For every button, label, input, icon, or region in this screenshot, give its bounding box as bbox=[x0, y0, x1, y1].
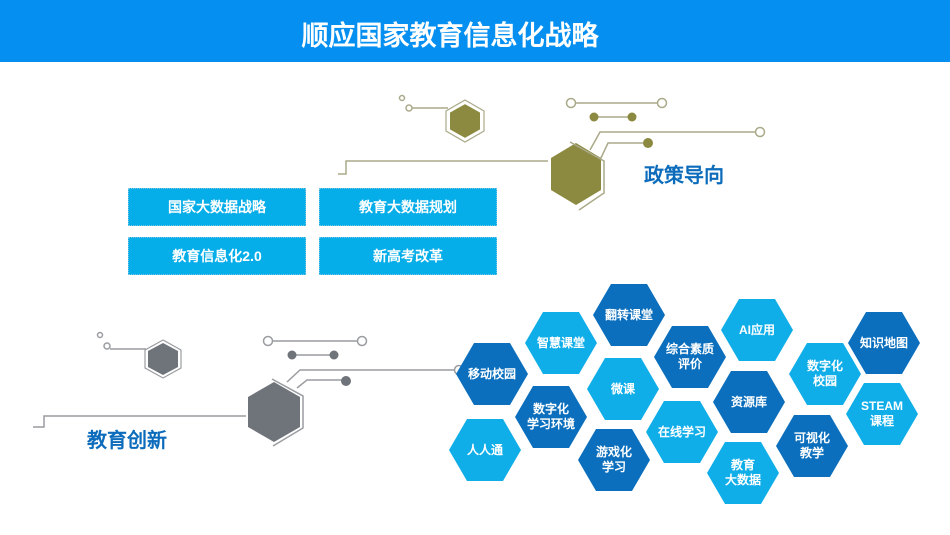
hex-label: 人人通 bbox=[467, 443, 503, 458]
hex-label-line2: 学习 bbox=[601, 460, 626, 474]
hex-label-line1: AI应用 bbox=[738, 322, 775, 337]
innovation-hex-tile: 翻转课堂 bbox=[593, 284, 665, 346]
innovation-hex-tile: 游戏化学习 bbox=[578, 429, 650, 491]
connector-dot-icon bbox=[329, 350, 339, 360]
hex-label: 教育大数据 bbox=[725, 458, 761, 488]
page-title-text: 顺应国家教育信息化战略 bbox=[301, 21, 599, 51]
policy-item-edu-big-data-plan: 教育大数据规划 bbox=[319, 188, 497, 226]
hex-label-line1: 数字化 bbox=[806, 359, 843, 373]
innovation-hex-tile: 可视化教学 bbox=[776, 415, 848, 477]
hex-label-line1: 综合素质 bbox=[665, 342, 714, 356]
hex-label-line1: 移动校园 bbox=[467, 366, 516, 381]
hex-label-line1: 数字化 bbox=[532, 402, 569, 416]
policy-label: 政策导向 bbox=[644, 165, 724, 187]
page-title: 顺应国家教育信息化战略 bbox=[0, 14, 950, 53]
hex-label: 移动校园 bbox=[468, 367, 516, 382]
connector-dot-icon bbox=[405, 104, 413, 112]
connector-node-icon bbox=[565, 97, 577, 109]
hex-label-line1: 智慧课堂 bbox=[536, 335, 585, 350]
hex-label: 知识地图 bbox=[860, 336, 908, 351]
innovation-hex-tile: 数字化校园 bbox=[789, 343, 861, 405]
innovation-label: 教育创新 bbox=[87, 430, 167, 452]
hex-label-line1: 翻转课堂 bbox=[604, 307, 653, 322]
connector-node-icon bbox=[754, 126, 766, 138]
gray-hexagon-small-icon bbox=[148, 343, 178, 375]
hex-label-line2: 校园 bbox=[812, 374, 837, 388]
hex-label-line2: 评价 bbox=[677, 357, 702, 371]
hex-label-line1: 教育 bbox=[730, 458, 755, 472]
innovation-hex-tile: 微课 bbox=[587, 358, 659, 420]
hex-label: 数字化校园 bbox=[807, 359, 843, 389]
innovation-hex-tile: AI应用 bbox=[721, 299, 793, 361]
connector-dot-icon bbox=[398, 94, 406, 102]
connector-dot-icon bbox=[589, 112, 599, 122]
hex-label-line1: 资源库 bbox=[730, 394, 767, 409]
gray-hexagon-large-icon bbox=[248, 382, 300, 442]
hex-label: 翻转课堂 bbox=[605, 308, 653, 323]
innovation-hex-tile: 在线学习 bbox=[646, 401, 718, 463]
innovation-hex-tile: 知识地图 bbox=[848, 312, 920, 374]
innovation-hex-tile: 资源库 bbox=[713, 371, 785, 433]
connector-dot-icon bbox=[341, 376, 351, 386]
connector-node-icon bbox=[262, 335, 274, 347]
connector-dot-icon bbox=[96, 331, 104, 339]
policy-item-big-data-strategy: 国家大数据战略 bbox=[128, 188, 306, 226]
hex-label-line1: 微课 bbox=[610, 381, 635, 396]
connector-dot-icon bbox=[103, 342, 111, 350]
hex-label-line1: 人人通 bbox=[466, 442, 503, 457]
hex-label-line1: 游戏化 bbox=[595, 445, 632, 459]
connector-dot-icon bbox=[643, 138, 653, 148]
connector-node-icon bbox=[356, 335, 368, 347]
olive-hexagon-large-icon bbox=[551, 143, 601, 205]
policy-connector-lines bbox=[338, 94, 766, 175]
hex-label: 资源库 bbox=[731, 395, 767, 410]
innovation-hex-tile: 智慧课堂 bbox=[525, 312, 597, 374]
olive-hexagon-small-icon bbox=[448, 101, 482, 141]
connector-dot-icon bbox=[627, 112, 637, 122]
innovation-hex-tile: 数字化学习环境 bbox=[515, 386, 587, 448]
hex-label-line1: STEAM bbox=[861, 399, 903, 413]
hex-label-line1: 在线学习 bbox=[657, 424, 706, 439]
hex-label: 微课 bbox=[611, 382, 635, 397]
hex-label: 游戏化学习 bbox=[596, 445, 632, 475]
innovation-hex-tile: 人人通 bbox=[449, 419, 521, 481]
hex-label-line2: 学习环境 bbox=[526, 417, 575, 431]
hex-label-line2: 课程 bbox=[869, 414, 894, 428]
policy-item-gaokao-reform: 新高考改革 bbox=[319, 237, 497, 275]
hex-label: AI应用 bbox=[739, 323, 775, 338]
connector-node-icon bbox=[656, 97, 668, 109]
hex-label: 数字化学习环境 bbox=[527, 402, 575, 432]
header-bar: 顺应国家教育信息化战略 bbox=[0, 0, 950, 62]
innovation-hex-tile: 移动校园 bbox=[456, 343, 528, 405]
hex-label: 综合素质评价 bbox=[666, 342, 714, 372]
hex-label: 智慧课堂 bbox=[537, 336, 585, 351]
hex-label-line2: 大数据 bbox=[724, 473, 761, 487]
hex-label-line1: 知识地图 bbox=[859, 335, 908, 350]
policy-item-edu-informatization: 教育信息化2.0 bbox=[128, 237, 306, 275]
innovation-hex-tile: 教育大数据 bbox=[707, 442, 779, 504]
innovation-hex-tile: 综合素质评价 bbox=[654, 326, 726, 388]
hex-label-line1: 可视化 bbox=[793, 431, 830, 445]
hex-label-line2: 教学 bbox=[799, 446, 824, 460]
hex-label: 在线学习 bbox=[658, 425, 706, 440]
connector-dot-icon bbox=[287, 350, 297, 360]
hex-label: 可视化教学 bbox=[794, 431, 830, 461]
